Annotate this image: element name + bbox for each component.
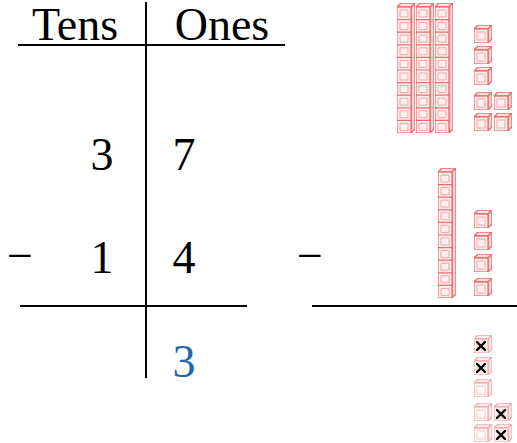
tens-rod — [435, 3, 453, 133]
cross-marks — [477, 342, 505, 439]
cross-mark — [477, 342, 485, 350]
ones-cube — [474, 92, 492, 110]
cross-mark — [497, 431, 505, 439]
result-digit: 3 — [173, 339, 196, 385]
ones-cube — [494, 92, 512, 110]
tens-digit: 1 — [91, 235, 114, 281]
ones-cube — [474, 379, 492, 397]
column-header: Tens — [32, 2, 118, 48]
ones-cube — [474, 113, 492, 131]
cross-mark — [497, 410, 505, 418]
result-cubes — [474, 335, 512, 442]
column-divider — [145, 2, 147, 378]
ones-cube — [474, 254, 492, 272]
minus-sign: − — [297, 233, 323, 279]
ones-cube — [494, 424, 512, 442]
ones-cube — [474, 46, 492, 64]
ones-cube — [474, 357, 492, 375]
cross-mark — [477, 364, 485, 372]
ones-cube — [474, 67, 492, 85]
ones-cube — [474, 210, 492, 228]
ones-cube — [494, 403, 512, 421]
sum-line — [312, 305, 517, 307]
ones-digit: 4 — [173, 235, 196, 281]
ones-cube — [474, 403, 492, 421]
column-header: Ones — [175, 2, 270, 48]
tens-rod — [438, 168, 456, 298]
ones-digit: 7 — [173, 132, 196, 178]
ones-cube — [474, 335, 492, 353]
tens-rod — [416, 3, 434, 133]
ones-cube — [474, 278, 492, 296]
ones-cube — [474, 232, 492, 250]
tens-digit: 3 — [91, 132, 114, 178]
ones-cube — [494, 113, 512, 131]
tens-rod — [397, 3, 415, 133]
minus-sign: − — [7, 233, 33, 279]
ones-cube — [474, 25, 492, 43]
sum-line — [20, 305, 247, 307]
ones-cube — [474, 424, 492, 442]
